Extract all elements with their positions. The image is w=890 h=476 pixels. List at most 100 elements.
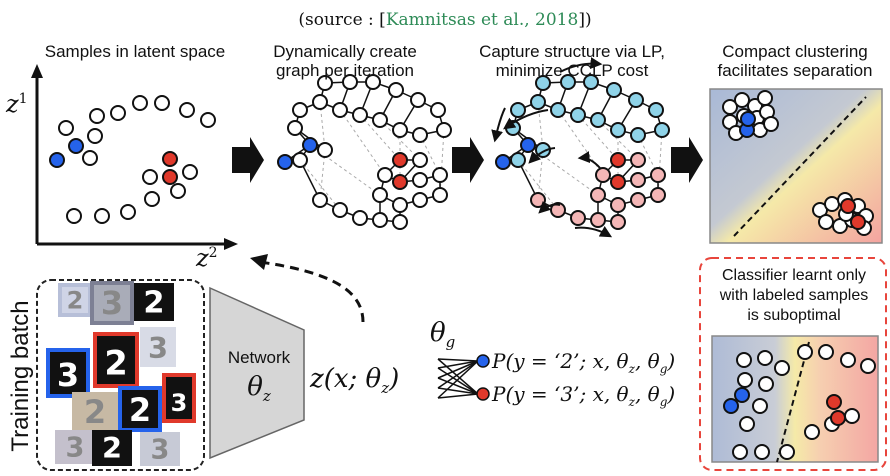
- graph-node: [372, 212, 388, 228]
- labeled-sample: [49, 152, 65, 168]
- graph-node: [392, 197, 408, 213]
- output-node-3: [476, 387, 490, 401]
- classifier-line: [437, 377, 479, 395]
- graph-node: [430, 102, 446, 118]
- labeled-sample: [850, 214, 866, 230]
- labeled-sample: [723, 398, 739, 414]
- network-param-sub: z: [262, 387, 271, 406]
- network-block: [209, 286, 305, 460]
- decision-boundary: [733, 96, 867, 237]
- unlabeled-sample: [734, 92, 750, 108]
- latent-samples: [49, 95, 216, 224]
- caption-dynamic-graph: Dynamically create graph per iteration: [245, 42, 445, 80]
- axis-z1-base: z: [6, 90, 19, 118]
- unlabeled-sample: [58, 120, 74, 136]
- graph-node: [392, 174, 408, 190]
- graph-node: [317, 75, 333, 91]
- graph-node: [392, 214, 408, 230]
- graph-node: [520, 137, 536, 153]
- graph-node: [606, 82, 622, 98]
- graph-node: [535, 75, 551, 91]
- network-param: θz: [216, 372, 302, 405]
- weak-edge: [319, 101, 326, 151]
- unlabeled-sample: [182, 164, 198, 180]
- batch-digit: 2: [129, 391, 151, 429]
- batch-tile: [162, 373, 196, 423]
- suboptimal-line2: with labeled samples: [719, 287, 869, 304]
- unlabeled-sample: [200, 112, 216, 128]
- labeled-sample: [830, 410, 846, 426]
- unlabeled-sample: [797, 344, 813, 360]
- batch-tile: [72, 392, 118, 432]
- suboptimal-samples: [723, 344, 876, 460]
- graph-node: [630, 152, 646, 168]
- graph-node: [412, 152, 428, 168]
- graph-node: [650, 167, 666, 183]
- labeled-sample: [162, 151, 178, 167]
- classifier-line: [437, 358, 479, 395]
- output-prob-3-close: ): [667, 382, 676, 406]
- dynamic-graph: [277, 74, 452, 230]
- output-prob-2-sub2: g: [659, 362, 668, 376]
- graph-node: [530, 192, 546, 208]
- classifier-line: [437, 360, 479, 389]
- graph-node: [570, 107, 586, 123]
- graph-node: [317, 142, 333, 158]
- graph-node: [412, 192, 428, 208]
- axis-z2-base: z: [196, 244, 209, 272]
- graph-node: [560, 74, 576, 90]
- suboptimal-boundary: [776, 341, 810, 463]
- unlabeled-sample: [94, 208, 110, 224]
- graph-node: [583, 74, 599, 90]
- output-prob-3-sub1: z: [628, 395, 635, 409]
- network-param-base: θ: [247, 372, 263, 402]
- caption-lp-line2: minimize CCLP cost: [495, 61, 649, 80]
- propagation-arrow: [559, 57, 603, 73]
- unlabeled-sample: [179, 102, 195, 118]
- graph-node: [648, 102, 664, 118]
- unlabeled-sample: [144, 191, 160, 207]
- graph-node: [630, 172, 646, 188]
- batch-digit: 3: [171, 389, 188, 417]
- graph-node: [650, 187, 666, 203]
- labeled-sample: [734, 387, 750, 403]
- unlabeled-sample: [804, 424, 820, 440]
- unlabeled-sample: [120, 204, 136, 220]
- unlabeled-sample: [779, 444, 795, 460]
- graph-node: [610, 122, 626, 138]
- source-citation[interactable]: Kamnitsas et al., 2018: [385, 10, 579, 30]
- suboptimal-caption: Classifier learnt only with labeled samp…: [700, 266, 888, 326]
- graph-node: [595, 167, 611, 183]
- graph-node: [365, 74, 381, 90]
- embedding-text: z(x; θ: [310, 364, 382, 394]
- unlabeled-sample: [840, 352, 856, 368]
- feedback-arrow: [259, 260, 365, 323]
- unlabeled-sample: [754, 444, 770, 460]
- unlabeled-sample: [82, 150, 98, 166]
- graph-node: [292, 102, 308, 118]
- graph-node: [590, 112, 606, 128]
- source-prefix: (source : [: [298, 10, 386, 30]
- batch-tile: [118, 386, 162, 432]
- embedding-close: ): [389, 364, 400, 394]
- graph-node: [287, 120, 303, 136]
- unlabeled-sample: [758, 376, 774, 392]
- batch-tile: [92, 430, 132, 466]
- unlabeled-sample: [818, 214, 834, 230]
- caption-dynamic-graph-line1: Dynamically create: [273, 42, 417, 61]
- unlabeled-sample: [732, 444, 748, 460]
- batch-digit: 2: [104, 344, 127, 383]
- flow-arrow-1: [232, 137, 264, 183]
- caption-dynamic-graph-line2: graph per iteration: [276, 61, 414, 80]
- propagation-arrow: [503, 109, 549, 130]
- unlabeled-sample: [132, 95, 148, 111]
- source-suffix: ]): [578, 10, 592, 30]
- caption-compact-line1: Compact clustering: [722, 42, 868, 61]
- batch-digit: 2: [102, 431, 122, 465]
- output-prob-2-mid: , θ: [634, 349, 660, 373]
- compact-cluster-panel: [709, 88, 883, 244]
- weak-edge: [299, 159, 341, 211]
- batch-tile: [55, 430, 95, 464]
- flow-arrow-3: [671, 137, 703, 183]
- unlabeled-sample: [154, 95, 170, 111]
